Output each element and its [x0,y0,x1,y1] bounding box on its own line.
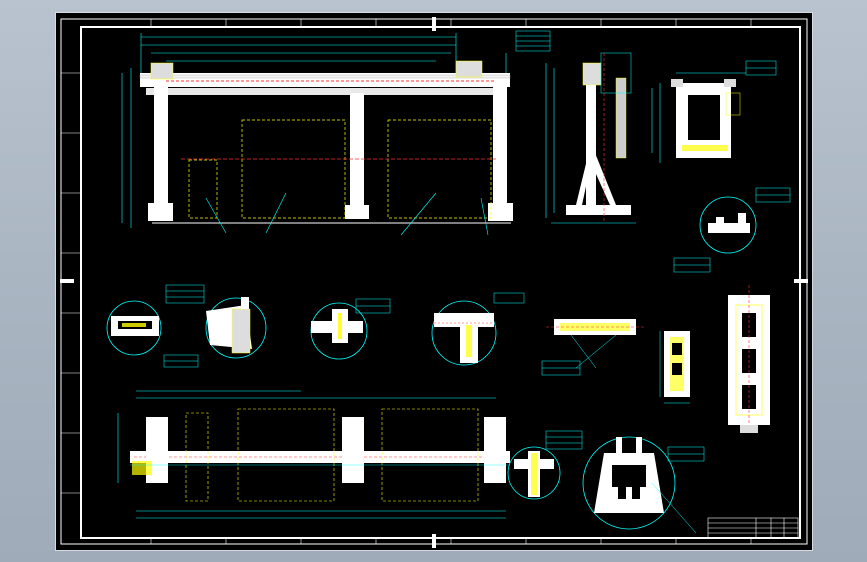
detail-circle-bottom-2 [582,436,705,534]
vertical-carriage-detail [659,331,690,404]
detail-circle-1 [106,284,205,368]
gantry-side-view [545,52,636,224]
detail-circle-4 [431,292,525,366]
detail-circle-2 [205,297,267,359]
detail-circle-bottom-1 [507,430,583,500]
rail-detail [541,319,646,376]
box-section-view [651,60,777,163]
column-detail [728,285,770,435]
gantry-front-view [121,30,551,236]
gantry-plan-view [117,390,510,519]
detail-circle-3 [310,298,391,360]
title-block [707,517,799,539]
detail-circle-right-top [673,187,791,273]
centering-marks [60,17,808,548]
cad-drawing-viewport[interactable] [55,12,813,551]
